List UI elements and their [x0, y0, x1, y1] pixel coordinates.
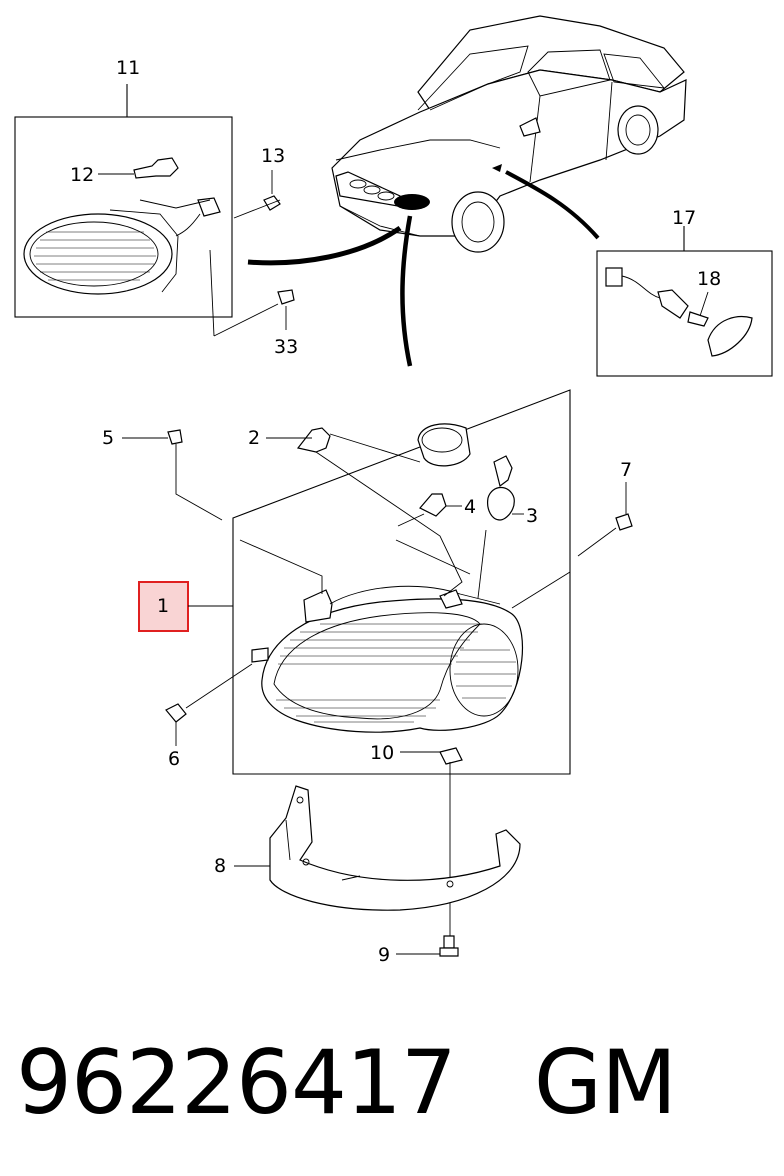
headlamp-assembly [251, 585, 524, 733]
callout-8: 8 [214, 855, 226, 877]
side-marker-part [605, 267, 753, 357]
brand-name: GM [533, 1031, 677, 1134]
screw-5 [122, 429, 223, 521]
callout-9: 9 [378, 944, 390, 966]
screw-9 [396, 935, 459, 957]
fog-lamp-group: 11 12 [14, 57, 279, 337]
callout-33: 33 [274, 336, 298, 358]
callout-4: 4 [464, 496, 476, 518]
part-number-footer: 96226417 GM [16, 1028, 677, 1138]
clip-10 [400, 747, 463, 765]
callout-10: 10 [370, 742, 394, 764]
callout-6: 6 [168, 748, 180, 770]
fog-bulb [98, 157, 179, 179]
fasteners-upper: 13 33 [233, 145, 298, 358]
callout-2: 2 [248, 427, 260, 449]
bulb-3 [487, 455, 524, 521]
callout-17: 17 [672, 207, 696, 229]
callout-5: 5 [102, 427, 114, 449]
lower-bracket-group: 8 9 [214, 762, 521, 966]
callout-18: 18 [697, 268, 721, 290]
nut-6 [165, 663, 253, 746]
callout-3: 3 [526, 505, 538, 527]
callout-1-highlight [138, 581, 189, 632]
callout-7: 7 [620, 459, 632, 481]
bulb-cap [417, 423, 471, 467]
clip-7 [577, 482, 633, 557]
callout-11: 11 [116, 57, 140, 79]
callout-12: 12 [70, 164, 94, 186]
callout-13: 13 [261, 145, 285, 167]
car-illustration [247, 15, 687, 367]
side-marker-group: 17 18 [596, 207, 773, 377]
bracket-8 [269, 785, 521, 911]
part-number: 96226417 [16, 1031, 457, 1134]
bulb-2 [266, 427, 331, 453]
bulb-4 [419, 493, 462, 517]
callout-1: 1 [157, 595, 169, 617]
fog-lamp-lens [23, 209, 179, 295]
headlamp-group: 2 3 4 1 [102, 389, 633, 775]
